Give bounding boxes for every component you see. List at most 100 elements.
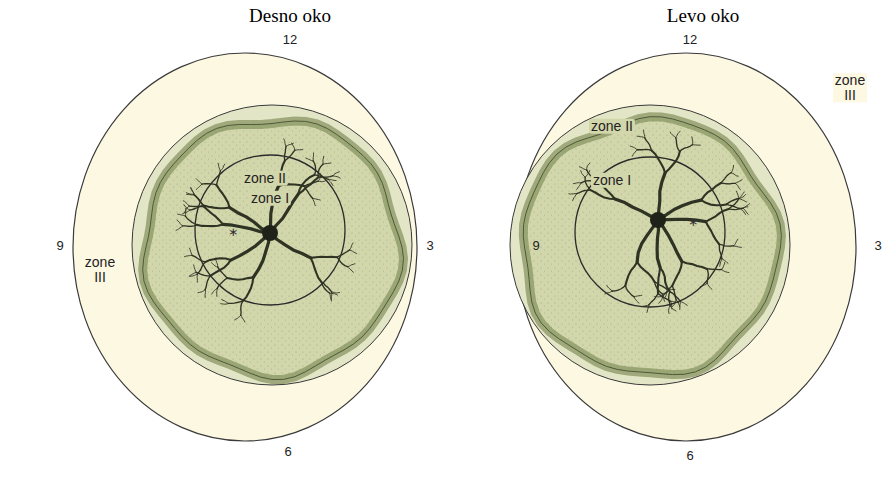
- blood-vessel: [333, 176, 341, 178]
- blood-vessel: [634, 295, 642, 297]
- blood-vessel: [734, 239, 738, 246]
- blood-vessel: [216, 288, 218, 296]
- blood-vessel: [691, 137, 693, 145]
- blood-vessel: [707, 283, 712, 289]
- blood-vessel: [645, 138, 652, 151]
- blood-vessel: [701, 183, 721, 200]
- blood-vessel: [328, 179, 333, 185]
- blood-vessel: [722, 262, 725, 269]
- blood-vessel: [633, 150, 638, 156]
- blood-vessel: [587, 163, 590, 170]
- zone-two-boundary: [132, 105, 412, 385]
- blood-vessel: [348, 264, 355, 267]
- blood-vessel: [605, 291, 613, 294]
- clock-number: 3: [426, 239, 433, 253]
- vessels: [569, 130, 750, 314]
- zone-label: zone II: [589, 119, 635, 134]
- blood-vessel: [647, 305, 649, 313]
- blood-vessel: [205, 276, 210, 290]
- blood-vessel: [218, 267, 227, 278]
- blood-vessel: [612, 286, 625, 292]
- blood-vessel: [649, 294, 658, 305]
- clock-number: 3: [874, 239, 881, 253]
- blood-vessel: [332, 292, 340, 293]
- blood-vessel: [573, 183, 581, 184]
- zone-label: zone II: [242, 171, 288, 186]
- blood-vessel: [197, 224, 223, 226]
- blood-vessel: [637, 150, 651, 151]
- blood-vessel: [190, 206, 204, 211]
- vessels: [176, 139, 357, 322]
- blood-vessel: [580, 167, 587, 170]
- blood-vessel: [313, 198, 316, 206]
- blood-vessel: [323, 163, 331, 164]
- blood-vessel: [676, 131, 680, 138]
- blood-vessel: [198, 290, 205, 293]
- blood-vessel: [707, 268, 722, 270]
- optic-disc: [262, 225, 278, 241]
- blood-vessel: [337, 250, 350, 257]
- blood-vessel: [189, 205, 204, 207]
- blood-vessel: [350, 243, 354, 250]
- blood-vessel: [734, 246, 742, 248]
- blood-vessel: [195, 195, 204, 206]
- fovea-mark: ∗: [688, 215, 698, 229]
- blood-vessel: [191, 187, 194, 194]
- blood-vessel: [671, 301, 672, 309]
- blood-vessel: [680, 301, 687, 305]
- blood-vessel: [641, 305, 649, 307]
- blood-vessel: [284, 139, 286, 147]
- blood-vessel: [212, 288, 218, 294]
- blood-vessel: [680, 145, 693, 152]
- blood-vessel: [330, 293, 332, 301]
- blood-vessel: [669, 292, 670, 306]
- blood-vessel: [241, 315, 245, 322]
- blood-vessel: [216, 185, 229, 208]
- clock-number: 9: [56, 239, 63, 253]
- blood-vessel: [719, 244, 733, 246]
- blood-vessel: [659, 297, 663, 304]
- blood-vessel: [306, 158, 313, 161]
- blood-vessel: [313, 153, 314, 161]
- blood-vessel: [197, 262, 205, 274]
- blood-vessel: [743, 204, 750, 209]
- blood-vessel: [304, 186, 312, 198]
- blood-vessel: [177, 220, 183, 226]
- zone-two-boundary: [510, 105, 790, 385]
- blood-vessel: [185, 206, 190, 212]
- blood-vessel: [313, 198, 321, 200]
- blood-vessel: [196, 179, 202, 184]
- blood-vessel: [304, 181, 318, 186]
- blood-vessel: [191, 188, 195, 195]
- zone-three-area: [73, 53, 417, 441]
- blood-vessel: [183, 225, 197, 227]
- blood-vessel: [186, 193, 194, 195]
- blood-vessel: [670, 306, 676, 311]
- clock-number: 12: [683, 33, 697, 47]
- blood-vessel: [196, 184, 202, 189]
- blood-vessel: [183, 201, 189, 206]
- blood-vessel: [577, 190, 591, 194]
- blood-vessel: [313, 161, 315, 175]
- blood-vessel: [740, 199, 747, 203]
- blood-vessel: [581, 171, 585, 178]
- blood-vessel: [321, 282, 330, 293]
- blood-vessel: [701, 200, 726, 205]
- blood-vessel: [284, 146, 286, 160]
- blood-vessel: [285, 150, 295, 160]
- zone-label: zone I: [591, 173, 633, 188]
- retina-stipple: [143, 121, 404, 380]
- blood-vessel: [721, 182, 735, 184]
- blood-vessel: [318, 181, 326, 182]
- blood-vessel: [189, 248, 192, 255]
- blood-vessel: [692, 144, 700, 146]
- blood-vessel: [670, 132, 676, 138]
- blood-vessel: [719, 244, 722, 258]
- blood-vessel: [311, 258, 322, 282]
- blood-vessel: [330, 293, 338, 295]
- blood-vessel: [637, 262, 654, 282]
- eye-title: Desno oko: [249, 6, 331, 26]
- blood-vessel: [185, 256, 193, 257]
- blood-vessel: [333, 172, 340, 176]
